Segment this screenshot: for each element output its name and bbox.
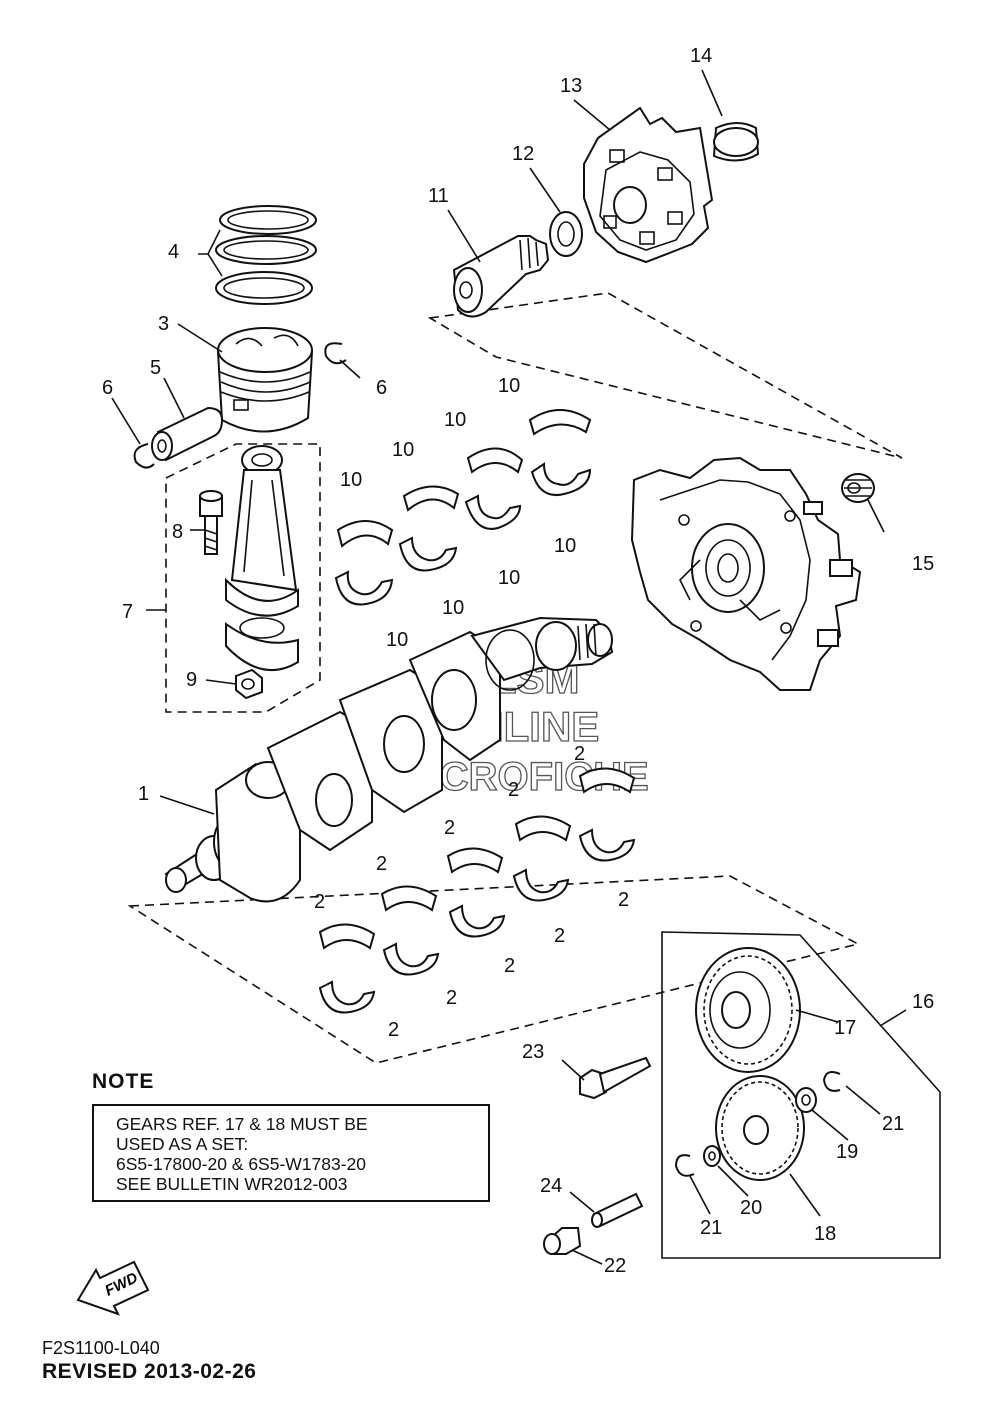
callout-10-b: 10 bbox=[444, 409, 466, 431]
callout-2-f: 2 bbox=[618, 889, 629, 911]
coupling-cover-part-13[interactable] bbox=[583, 106, 714, 264]
callout-10-g: 10 bbox=[442, 597, 464, 619]
note-line-4: SEE BULLETIN WR2012-003 bbox=[116, 1174, 348, 1194]
callout-17: 17 bbox=[834, 1017, 856, 1039]
callout-10-e: 10 bbox=[554, 535, 576, 557]
note-line-3: 6S5-17800-20 & 6S5-W1783-20 bbox=[116, 1154, 367, 1174]
callout-2-j: 2 bbox=[388, 1019, 399, 1041]
callout-2-c: 2 bbox=[444, 817, 455, 839]
collar-part-22[interactable] bbox=[543, 1227, 582, 1255]
group-outline-connecting-rod bbox=[165, 443, 321, 713]
callout-2-e: 2 bbox=[314, 891, 325, 913]
piston-part-3[interactable] bbox=[216, 327, 314, 433]
callout-1: 1 bbox=[138, 783, 149, 805]
main-bearings-part-2[interactable] bbox=[318, 767, 636, 1014]
callout-10-f: 10 bbox=[498, 567, 520, 589]
callout-20: 20 bbox=[740, 1197, 762, 1219]
callout-2-d: 2 bbox=[376, 853, 387, 875]
driven-gear-part-18[interactable] bbox=[715, 1075, 805, 1181]
note-box: GEARS REF. 17 & 18 MUST BE USED AS A SET… bbox=[92, 1104, 490, 1202]
circlip-part-6-left[interactable] bbox=[133, 443, 155, 469]
bushing-part-15[interactable] bbox=[841, 473, 875, 503]
group-outline-drive-shaft bbox=[427, 292, 903, 459]
forward-direction-arrow: FWD bbox=[76, 1260, 150, 1316]
circlip-part-21-lower[interactable] bbox=[674, 1154, 695, 1177]
callout-10-h: 10 bbox=[386, 629, 408, 651]
group-outline-gear-set bbox=[661, 931, 941, 1259]
washer-part-20[interactable] bbox=[703, 1145, 721, 1167]
group-outline-crankshaft bbox=[127, 875, 861, 1064]
oil-seal-part-12[interactable] bbox=[549, 211, 583, 257]
note-line-1: GEARS REF. 17 & 18 MUST BE bbox=[116, 1114, 368, 1134]
callout-10-c: 10 bbox=[392, 439, 414, 461]
callout-10-a: 10 bbox=[498, 375, 520, 397]
collar-part-19[interactable] bbox=[795, 1087, 817, 1113]
callout-19: 19 bbox=[836, 1141, 858, 1163]
callout-16: 16 bbox=[912, 991, 934, 1013]
callout-14: 14 bbox=[690, 45, 712, 67]
crankshaft-part-1[interactable] bbox=[164, 616, 614, 903]
leader-lines bbox=[111, 69, 907, 1265]
diagram-code: F2S1100-L040 bbox=[42, 1338, 160, 1358]
connecting-rod-part-7[interactable] bbox=[225, 445, 299, 671]
note-heading: NOTE bbox=[92, 1070, 155, 1093]
bolt-part-23[interactable] bbox=[579, 1056, 652, 1100]
callout-11: 11 bbox=[428, 185, 449, 207]
callout-23: 23 bbox=[522, 1041, 544, 1063]
callout-22: 22 bbox=[604, 1255, 626, 1277]
drive-gear-part-17[interactable] bbox=[695, 947, 801, 1073]
callout-2-h: 2 bbox=[504, 955, 515, 977]
note-line-2: USED AS A SET: bbox=[116, 1134, 249, 1154]
callout-7: 7 bbox=[122, 601, 133, 623]
piston-pin-part-5[interactable] bbox=[151, 406, 224, 462]
callout-24: 24 bbox=[540, 1175, 562, 1197]
conrod-bearings-part-10[interactable] bbox=[334, 409, 592, 606]
piston-rings-part-4[interactable] bbox=[215, 205, 317, 305]
callout-13: 13 bbox=[560, 75, 582, 97]
callout-2-i: 2 bbox=[446, 987, 457, 1009]
callout-5: 5 bbox=[150, 357, 161, 379]
callout-18: 18 bbox=[814, 1223, 836, 1245]
callout-4: 4 bbox=[168, 241, 179, 263]
drive-shaft-part-11[interactable] bbox=[452, 235, 550, 318]
callout-6-right: 6 bbox=[376, 377, 387, 399]
crankcase-housing bbox=[630, 456, 862, 691]
callout-numbers: 14 13 12 11 4 3 5 6 6 10 10 10 10 10 10 … bbox=[102, 45, 934, 1277]
callout-15: 15 bbox=[912, 553, 934, 575]
callout-9: 9 bbox=[186, 669, 197, 691]
callout-21-lower: 21 bbox=[700, 1217, 722, 1239]
conrod-nut-part-9[interactable] bbox=[235, 668, 263, 700]
conrod-bolt-part-8[interactable] bbox=[199, 490, 223, 555]
callout-2-a: 2 bbox=[574, 743, 585, 765]
callout-2-g: 2 bbox=[554, 925, 565, 947]
revision-date: REVISED 2013-02-26 bbox=[42, 1360, 257, 1383]
callout-21-upper: 21 bbox=[882, 1113, 904, 1135]
callout-8: 8 bbox=[172, 521, 183, 543]
circlip-part-21-upper[interactable] bbox=[822, 1071, 841, 1092]
plug-part-14[interactable] bbox=[712, 122, 760, 162]
callout-3: 3 bbox=[158, 313, 169, 335]
callout-12: 12 bbox=[512, 143, 534, 165]
circlip-part-6-right[interactable] bbox=[324, 342, 347, 365]
callout-6-left: 6 bbox=[102, 377, 113, 399]
dowel-pin-part-24[interactable] bbox=[591, 1192, 644, 1228]
callout-2-b: 2 bbox=[508, 779, 519, 801]
callout-10-d: 10 bbox=[340, 469, 362, 491]
